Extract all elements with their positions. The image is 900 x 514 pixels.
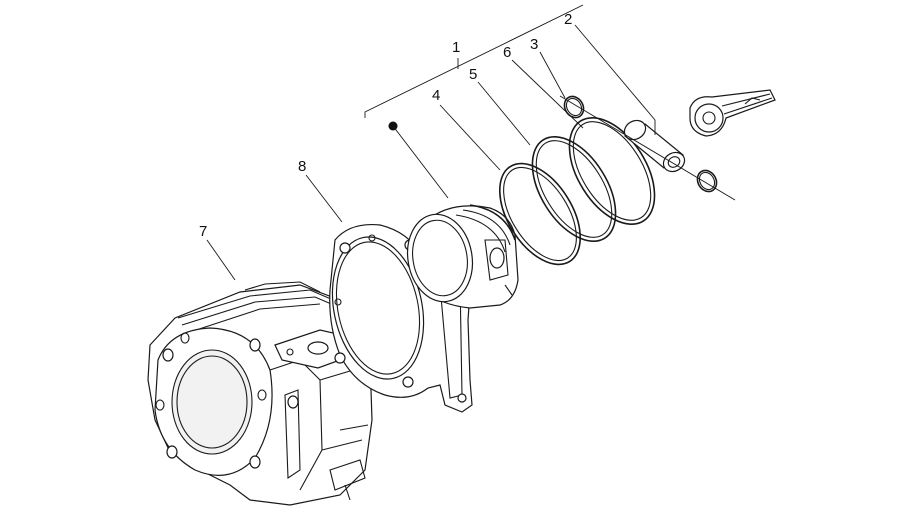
part-ring-6[interactable] bbox=[552, 103, 672, 239]
assembly-axis-line bbox=[559, 95, 736, 201]
part-cylinder[interactable] bbox=[147, 281, 373, 506]
connecting-rod bbox=[689, 89, 776, 137]
part-ring-5[interactable] bbox=[515, 122, 632, 255]
part-piston[interactable] bbox=[401, 204, 519, 309]
part-ring-4[interactable] bbox=[483, 150, 597, 279]
callout-8: 8 bbox=[298, 158, 306, 175]
callout-7: 7 bbox=[199, 223, 207, 240]
leader-lines bbox=[206, 4, 656, 281]
part-gasket[interactable] bbox=[320, 223, 473, 413]
callout-4: 4 bbox=[432, 87, 440, 104]
callout-5: 5 bbox=[469, 66, 477, 83]
callout-3: 3 bbox=[530, 36, 538, 53]
callout-2: 2 bbox=[564, 11, 572, 28]
callout-6: 6 bbox=[503, 44, 511, 61]
callout-1: 1 bbox=[452, 39, 460, 56]
part-circlip-lower[interactable] bbox=[694, 167, 721, 195]
